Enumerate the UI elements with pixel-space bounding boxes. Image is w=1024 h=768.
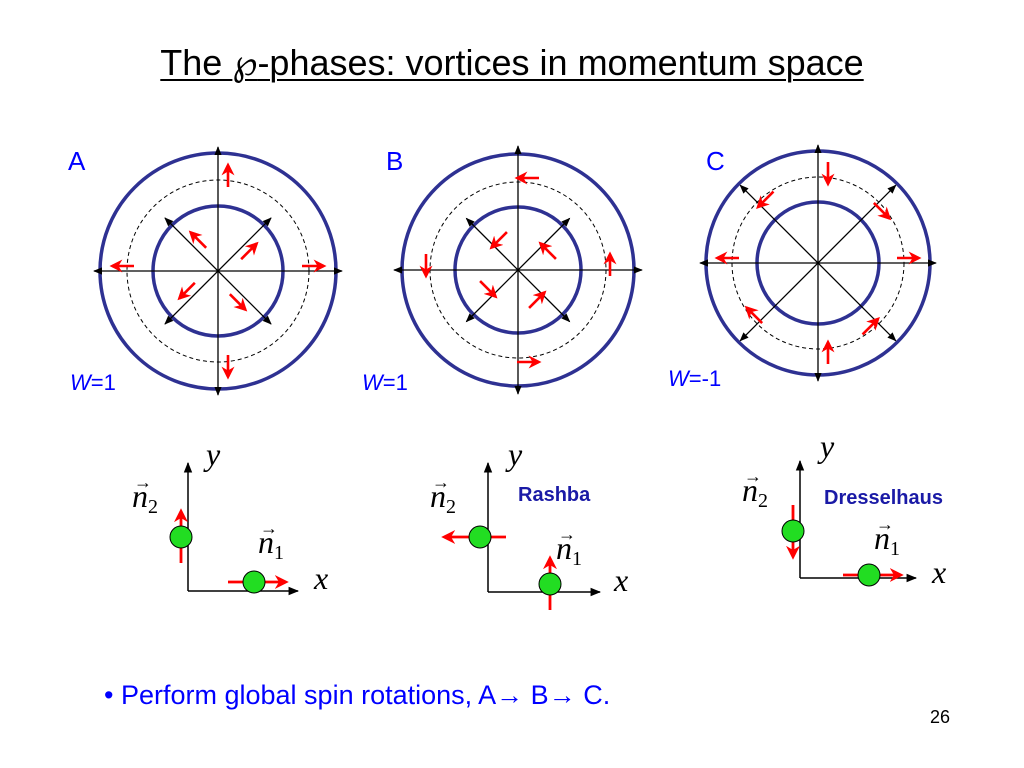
spin-arrow bbox=[861, 317, 880, 336]
axes-sketch-c bbox=[781, 459, 918, 587]
panel-label-a: A bbox=[68, 146, 86, 176]
vector-n2-a: →n2 bbox=[132, 472, 158, 518]
x-axis-label-a: x bbox=[314, 560, 329, 596]
y-axis-label-a: y bbox=[206, 436, 221, 472]
vortex-panel-c bbox=[699, 144, 937, 382]
vortex-panel-b bbox=[393, 145, 643, 395]
spin-arrow bbox=[756, 190, 775, 209]
diagonal-axis bbox=[164, 217, 272, 325]
panel-label-c: C bbox=[706, 146, 725, 176]
spin-arrow bbox=[744, 305, 764, 325]
y-axis-label-c: y bbox=[820, 428, 835, 464]
vector-n2-c: →n2 bbox=[742, 466, 768, 512]
spin-arrow bbox=[240, 241, 259, 261]
vector-n2-b: →n2 bbox=[430, 472, 456, 518]
winding-label-b: W=1 bbox=[362, 370, 408, 395]
wp-symbol: ℘ bbox=[232, 42, 258, 83]
x-axis-label-b: x bbox=[614, 562, 629, 598]
spin-arrow bbox=[872, 201, 892, 221]
y-axis-label-b: y bbox=[508, 436, 523, 472]
spin-dot bbox=[538, 572, 562, 596]
slide-title: The ℘-phases: vortices in momentum space bbox=[160, 42, 864, 83]
spin-arrow bbox=[228, 293, 248, 312]
spin-dot bbox=[468, 525, 492, 549]
winding-label-c: W=-1 bbox=[668, 366, 722, 391]
vector-n1-c: →n1 bbox=[874, 514, 900, 560]
winding-label-a: W=1 bbox=[70, 370, 116, 395]
spin-dot bbox=[169, 525, 193, 549]
spin-arrow bbox=[528, 290, 547, 309]
spin-arrow bbox=[538, 241, 557, 260]
right-arrow-icon: → bbox=[548, 680, 576, 710]
vector-n1-b: →n1 bbox=[556, 524, 582, 570]
panel-label-b: B bbox=[386, 146, 404, 176]
vortex-panel-a bbox=[93, 146, 343, 396]
spin-dot bbox=[857, 563, 881, 587]
spin-arrow bbox=[489, 231, 508, 250]
spin-dot bbox=[781, 519, 805, 543]
dresselhaus-label: Dresselhaus bbox=[824, 487, 943, 509]
spin-arrow bbox=[177, 281, 196, 301]
axes-sketch-b bbox=[441, 461, 602, 610]
right-arrow-icon: → bbox=[496, 680, 524, 710]
page-number: 26 bbox=[930, 707, 951, 727]
diagonal-axis bbox=[739, 184, 897, 342]
spin-arrow bbox=[188, 230, 208, 249]
spin-arrow bbox=[479, 280, 498, 299]
bullet-text: • Perform global spin rotations, A→ B→ C… bbox=[104, 680, 611, 710]
x-axis-label-c: x bbox=[932, 554, 947, 590]
vector-n1-a: →n1 bbox=[258, 518, 284, 564]
diagonal-axis bbox=[465, 217, 571, 323]
spin-dot bbox=[242, 570, 266, 594]
axes-sketch-a bbox=[169, 461, 300, 596]
rashba-label: Rashba bbox=[518, 484, 591, 506]
